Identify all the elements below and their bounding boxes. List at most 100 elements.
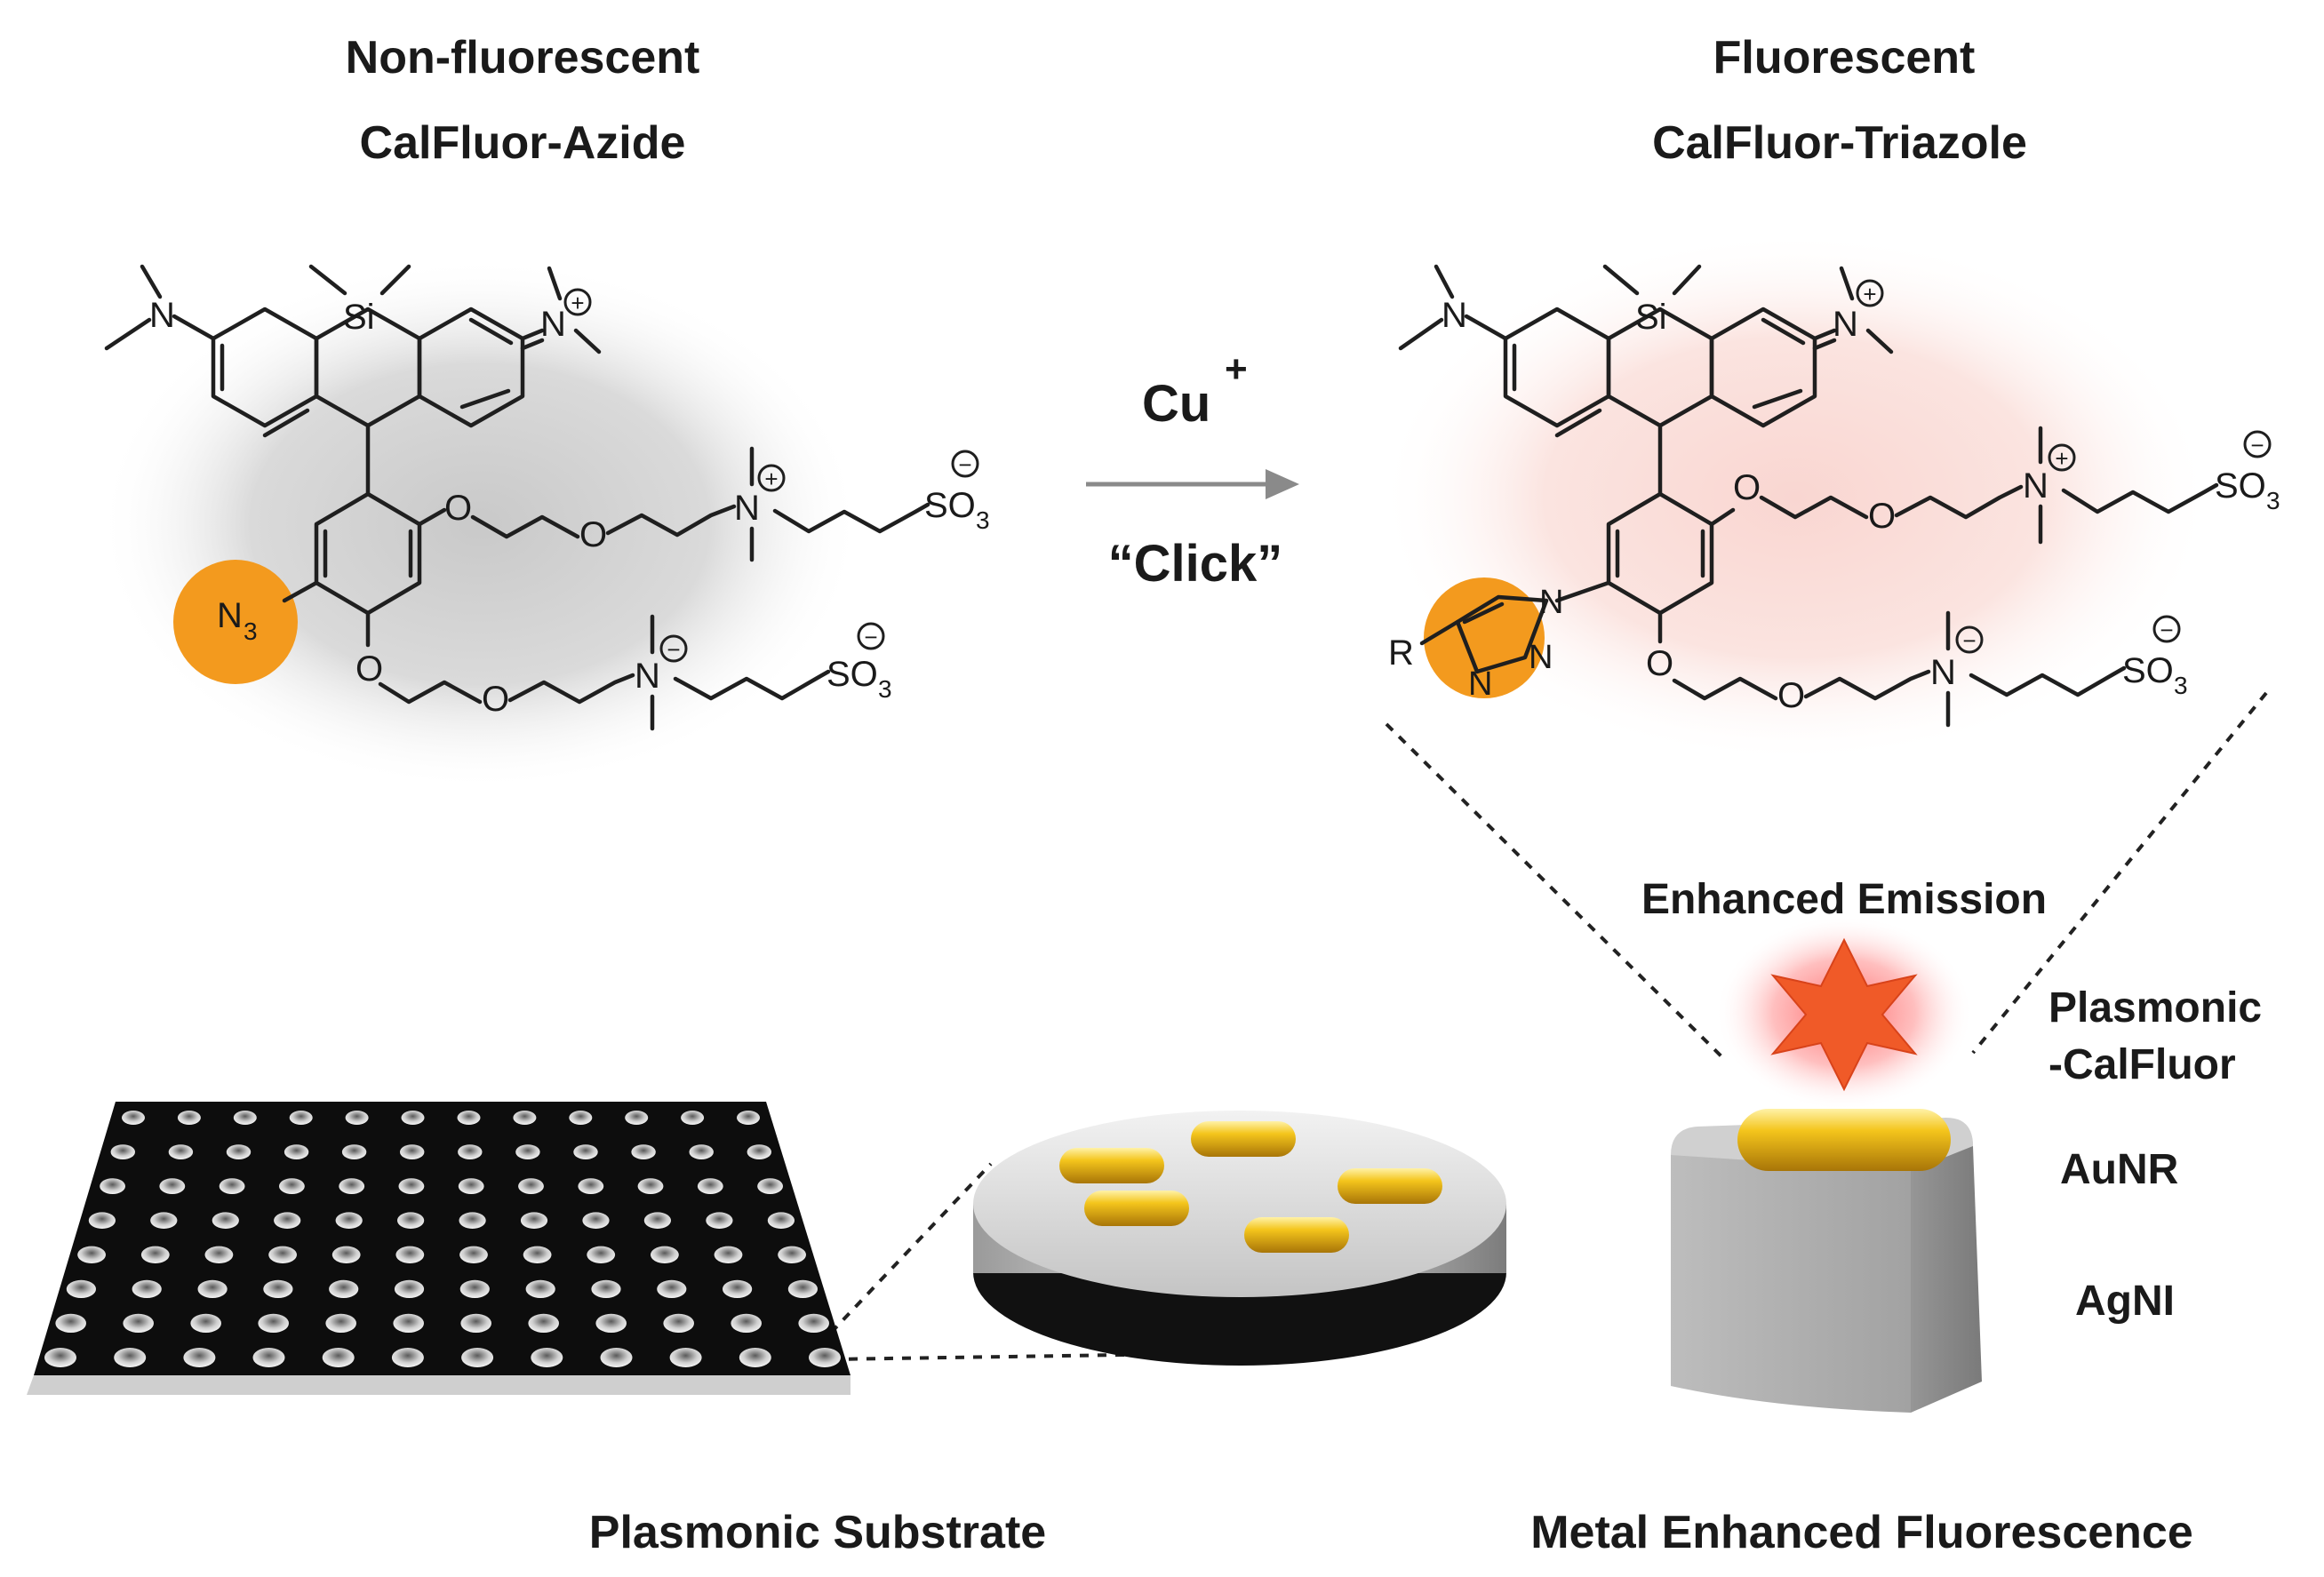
right-lower-n-charge: −	[1962, 627, 1976, 654]
right-lower-o1: O	[1646, 644, 1673, 683]
disc-nanorod	[1059, 1148, 1164, 1183]
left-lower-so3: SO	[827, 655, 878, 694]
left-upper-so3: SO	[924, 486, 976, 525]
substrate-hole	[600, 1348, 633, 1367]
substrate-hole	[697, 1178, 723, 1194]
left-si: Si	[343, 298, 375, 337]
substrate-hole	[335, 1212, 363, 1229]
plasmonic-calfluor-line1: Plasmonic	[2048, 984, 2262, 1031]
substrate-hole	[778, 1246, 806, 1264]
substrate-hole	[459, 1279, 490, 1298]
substrate-hole	[212, 1212, 239, 1229]
substrate-hole	[669, 1348, 702, 1367]
disc-nanorod	[1338, 1168, 1442, 1204]
left-title-line1: Non-fluorescent	[346, 32, 700, 84]
substrate-hole	[289, 1111, 313, 1125]
right-iminium-n: N	[1833, 305, 1858, 344]
substrate-hole	[513, 1111, 537, 1125]
reagent-cu: Cu	[1142, 375, 1210, 433]
disc-nanorod	[1191, 1121, 1296, 1157]
right-lower-n: N	[1930, 653, 1956, 692]
substrate-hole	[168, 1144, 194, 1159]
zoom-line-right	[1971, 691, 2268, 1055]
substrate-hole	[395, 1246, 425, 1264]
right-upper-so3-minus: −	[2250, 432, 2264, 458]
substrate-hole	[88, 1212, 116, 1229]
left-lower-o1: O	[355, 649, 383, 689]
substrate-hole	[520, 1212, 548, 1229]
right-upper-n-plus: +	[2055, 445, 2068, 472]
substrate-hole	[595, 1313, 627, 1333]
substrate-hole	[578, 1178, 604, 1194]
reaction-arrowhead	[1266, 469, 1299, 499]
triazole-n1: N	[1539, 584, 1563, 621]
left-upper-n-plus: +	[764, 466, 778, 492]
substrate-hole	[591, 1279, 621, 1298]
left-lower-so3-minus: −	[864, 624, 877, 650]
substrate-hole	[226, 1144, 252, 1159]
substrate-hole	[531, 1348, 563, 1367]
disc-zoom-upper	[829, 1162, 993, 1334]
substrate-hole	[190, 1313, 221, 1333]
substrate-hole	[663, 1313, 694, 1333]
substrate-hole	[739, 1348, 771, 1367]
substrate-hole	[569, 1111, 593, 1125]
right-title-line1: Fluorescent	[1713, 32, 1976, 84]
right-upper-so3: SO	[2215, 466, 2266, 506]
substrate-hole	[523, 1246, 552, 1264]
substrate-plate	[34, 1102, 851, 1375]
substrate-hole	[325, 1313, 357, 1333]
substrate-hole	[394, 1279, 425, 1298]
substrate-hole	[268, 1246, 297, 1264]
substrate-hole	[393, 1313, 425, 1333]
left-upper-o2: O	[579, 515, 607, 554]
substrate-hole	[525, 1279, 555, 1298]
substrate-hole	[110, 1144, 135, 1159]
substrate-hole	[140, 1246, 170, 1264]
triazole-n3: N	[1468, 665, 1492, 703]
substrate-hole	[458, 1144, 483, 1159]
right-upper-so3-sub: 3	[2266, 487, 2280, 514]
substrate-hole	[123, 1313, 154, 1333]
substrate-hole	[651, 1246, 679, 1264]
substrate-hole	[398, 1178, 425, 1194]
aunr-label: AuNR	[2060, 1146, 2178, 1193]
calfluor-azide-molecule: N Si N + N 3 O O N + SO 3	[98, 258, 990, 791]
triazole-n2: N	[1529, 639, 1553, 676]
right-lower-so3: SO	[2122, 651, 2174, 690]
left-lower-n-charge: −	[667, 636, 680, 663]
reagent-charge: +	[1225, 347, 1248, 391]
substrate-hole	[459, 1246, 488, 1264]
substrate-hole	[457, 1111, 481, 1125]
substrate-hole	[706, 1212, 733, 1229]
substrate-hole	[582, 1212, 610, 1229]
substrate-hole	[122, 1111, 145, 1125]
right-iminium-plus: +	[1863, 281, 1876, 307]
substrate-hole	[637, 1178, 664, 1194]
substrate-hole	[809, 1348, 841, 1367]
substrate-hole	[345, 1111, 369, 1125]
substrate-hole	[339, 1178, 365, 1194]
agni-cube-side	[1911, 1146, 1982, 1413]
substrate-hole	[132, 1279, 162, 1298]
substrate-hole	[322, 1348, 355, 1367]
agni-cube-front	[1671, 1155, 1911, 1413]
calfluor-triazole-molecule: N Si N + N N N R O O N + SO	[1378, 231, 2280, 764]
substrate-hole	[397, 1212, 425, 1229]
substrate-hole	[681, 1111, 705, 1125]
substrate-hole	[631, 1144, 656, 1159]
substrate-hole	[204, 1246, 234, 1264]
disc-nanorod	[1244, 1217, 1349, 1253]
substrate-hole	[798, 1313, 829, 1333]
azide-n: N	[217, 596, 243, 635]
r-group: R	[1388, 633, 1414, 673]
substrate-hole	[757, 1178, 783, 1194]
substrate-hole	[177, 1111, 201, 1125]
substrate-hole	[44, 1348, 76, 1367]
substrate-hole	[233, 1111, 257, 1125]
substrate-hole	[400, 1144, 425, 1159]
substrate-hole	[689, 1144, 714, 1159]
right-upper-n: N	[2023, 466, 2048, 506]
substrate-hole	[100, 1178, 125, 1194]
